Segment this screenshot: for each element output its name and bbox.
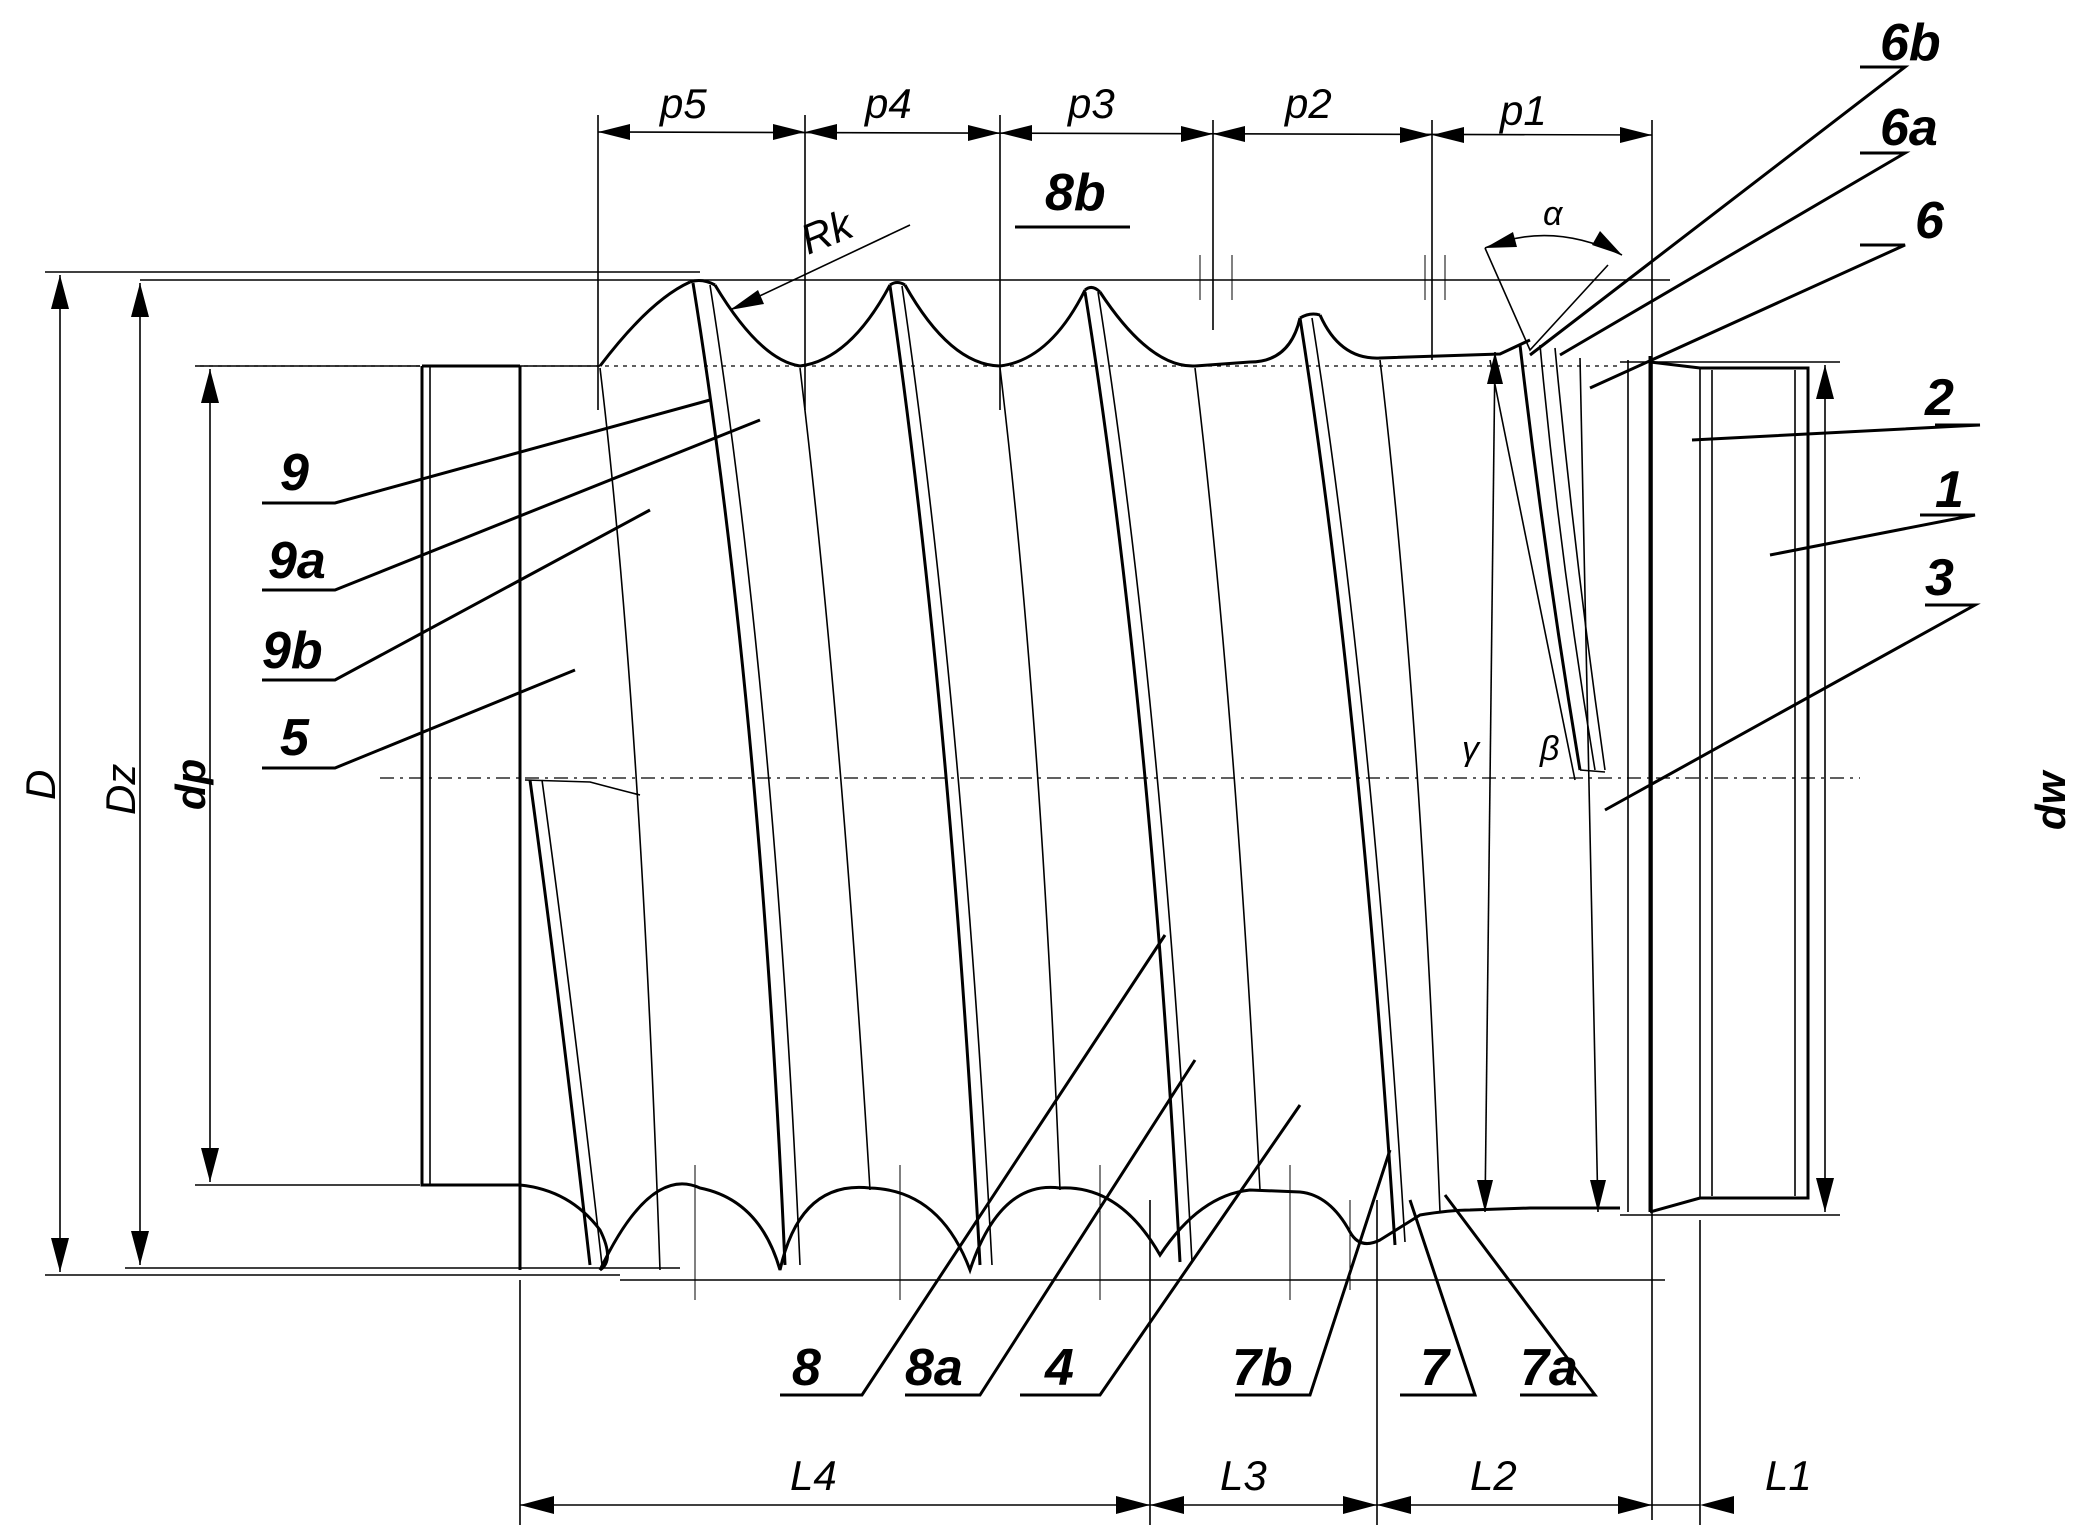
part-label-4: 4 [1044,1339,1074,1397]
dimension-lines [45,115,1840,1525]
part-label-9b: 9b [262,622,323,680]
main-body [200,279,1860,1275]
leader-lines [262,65,1981,1397]
length-label-L4: L4 [790,1452,837,1499]
part-label-6: 6 [1915,192,1945,250]
part-label-9a: 9a [268,532,326,590]
part-label-5: 5 [280,709,310,767]
pitch-label-p5: p5 [658,80,707,127]
length-label-L3: L3 [1220,1452,1267,1499]
pitch-label-p1: p1 [1498,87,1547,134]
pitch-label-p3: p3 [1066,80,1115,127]
diameter-label-dw: dw [2027,769,2074,830]
pitch-label-p2: p2 [1283,80,1332,127]
angle-label-beta: β [1539,730,1559,768]
part-label-1: 1 [1935,461,1964,519]
part-label-7b: 7b [1232,1339,1293,1397]
part-label-6b: 6b [1880,14,1941,72]
part-label-3: 3 [1925,549,1954,607]
part-label-7: 7 [1420,1339,1451,1397]
part-labels: 6b 6a 6 2 1 3 8b 9 9a 9b 5 8 8a 4 7b 7 7… [262,14,1964,1397]
part-label-6a: 6a [1880,99,1938,157]
part-label-8a: 8a [905,1339,963,1397]
part-label-7a: 7a [1520,1339,1578,1397]
pitch-label-p4: p4 [863,80,912,127]
diameter-label-Dz: Dz [97,764,144,815]
angle-label-gamma: γ [1462,730,1481,768]
length-label-L1: L1 [1765,1452,1812,1499]
length-label-L2: L2 [1470,1452,1517,1499]
dimension-texts: p5 p4 p3 p2 p1 L4 L3 L2 L1 D Dz dp dw α … [17,80,2074,1499]
angle-label-alpha: α [1543,195,1564,233]
part-label-9: 9 [280,444,309,502]
part-label-2: 2 [1924,369,1954,427]
diameter-label-D: D [17,770,64,800]
part-label-8b: 8b [1045,164,1106,222]
part-label-8: 8 [792,1339,821,1397]
diameter-label-dp: dp [167,759,214,810]
